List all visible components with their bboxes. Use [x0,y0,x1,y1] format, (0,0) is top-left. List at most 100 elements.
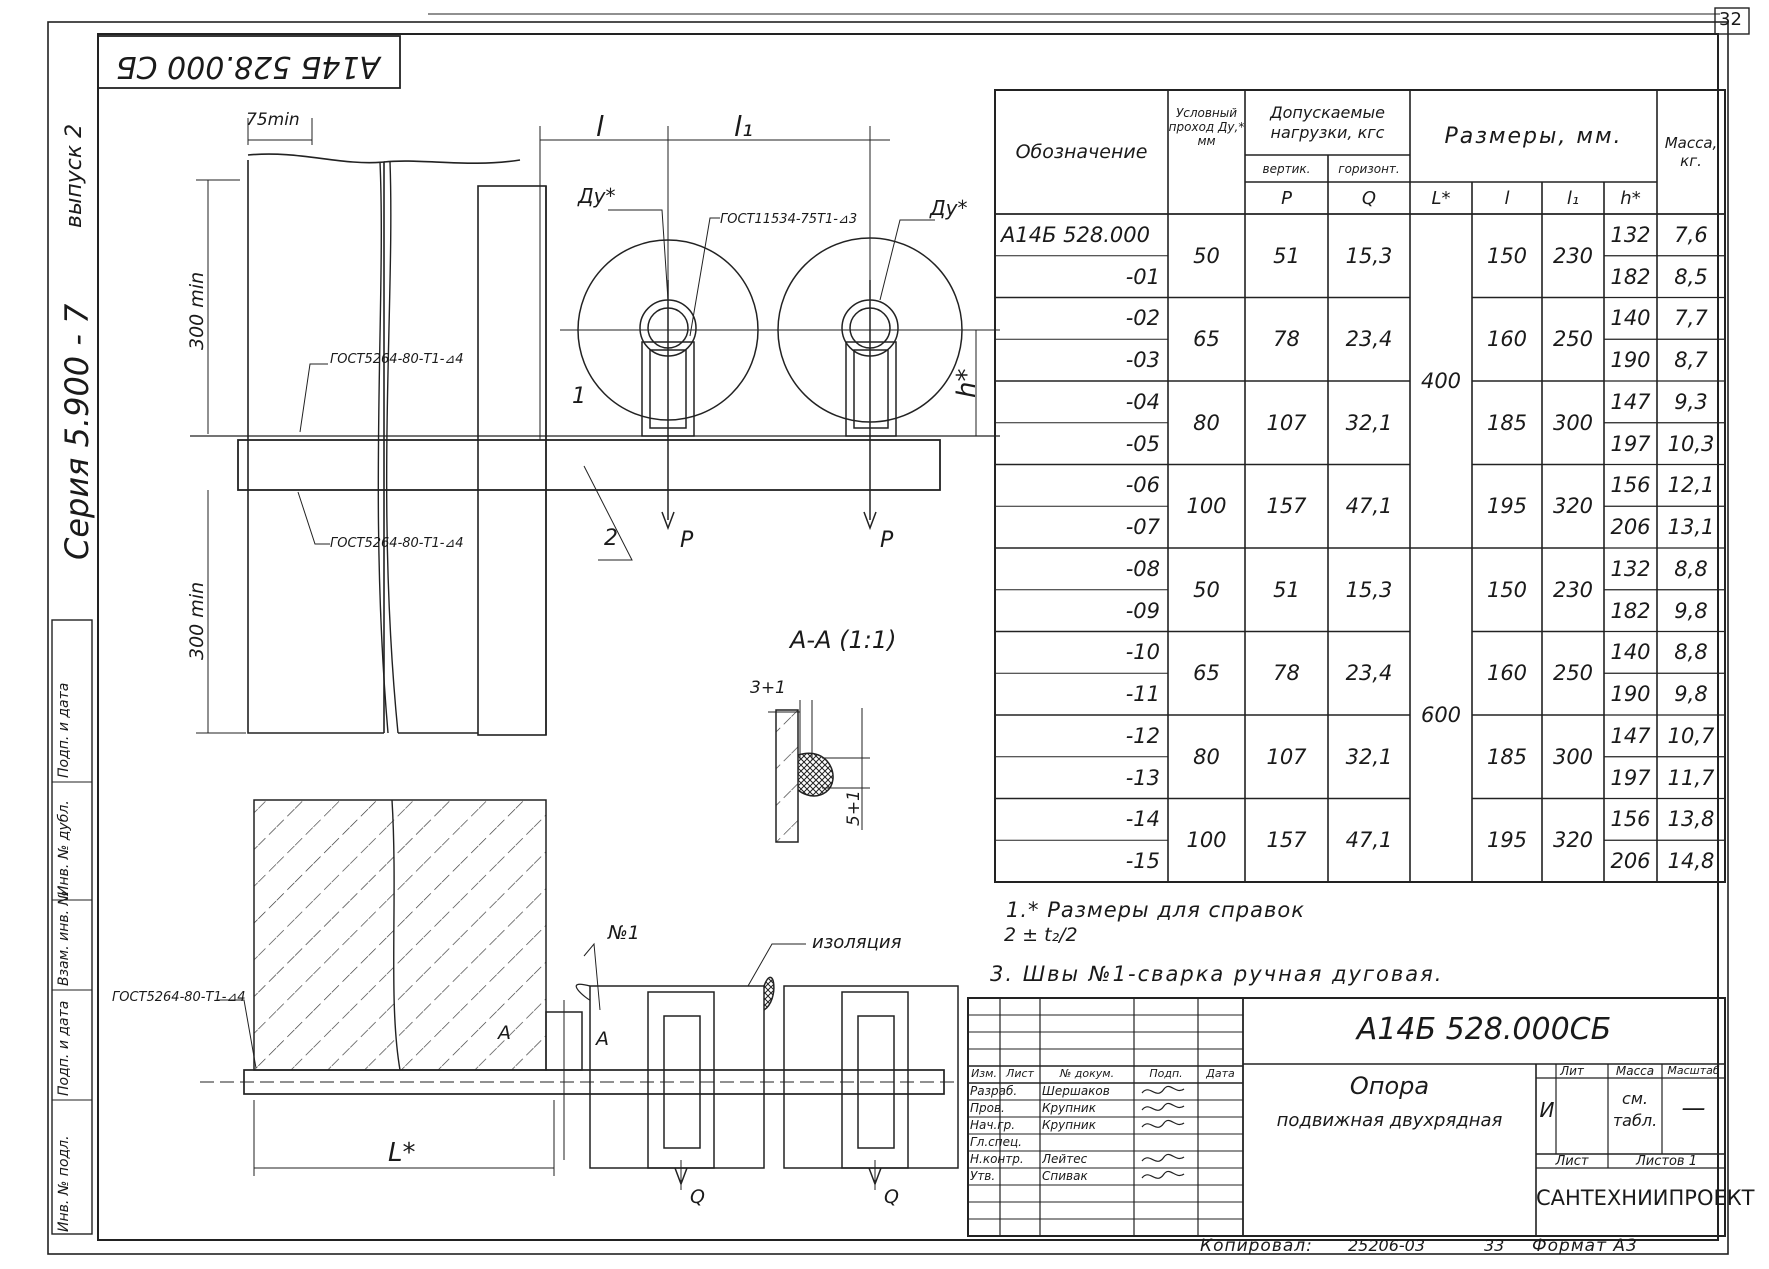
tb-role: Разраб. [970,1084,1018,1098]
tb-person-name: Спивак [1042,1169,1088,1183]
tb-lit-label: Лит [1560,1064,1584,1078]
footer-number: 25206-03 [1348,1236,1426,1255]
side-field-1: Инв. № подл. [56,1135,72,1232]
load-q-left: Q [690,1186,705,1208]
th-designation: Обозначение [1015,141,1148,163]
side-field-5: Подп. и дата [56,682,72,778]
mass-cell: 7,6 [1674,222,1708,247]
th-l1: l₁ [1566,187,1580,209]
tb-mass-label: Масса [1615,1064,1655,1078]
tb-scale-value: — [1681,1094,1706,1122]
table-grid [994,89,1726,883]
l1-cell: 300 [1552,410,1594,435]
q-cell: 47,1 [1345,494,1393,519]
q-cell: 23,4 [1345,327,1393,352]
gost-weld-1: ГОСТ5264-80-Т1-⊿4 [330,352,464,367]
signature-scribble [1141,1119,1185,1128]
th-sizes: Размеры, мм. [1444,123,1623,149]
h-cell: 140 [1610,306,1651,331]
mass-cell: 8,8 [1674,640,1708,665]
l1-cell: 230 [1552,577,1594,602]
designation-cell: -10 [1125,640,1160,665]
h-cell: 140 [1610,640,1651,665]
l-cell: 150 [1486,577,1528,602]
designation-cell: -02 [1125,306,1160,331]
th-nominal: Условный проход Ду,* мм [1168,106,1245,148]
tb-col-header: № докум. [1059,1067,1115,1080]
designation-cell: -11 [1125,682,1160,707]
h-cell: 197 [1610,765,1651,790]
gost-weld-3: ГОСТ5264-80-Т1-⊿4 [112,990,246,1005]
l1-cell: 230 [1552,243,1594,268]
page-number: 32 [1719,9,1742,30]
tb-sheets-label: Листов 1 [1636,1154,1697,1169]
tb-col-header: Подп. [1149,1067,1183,1080]
du-cell: 65 [1193,661,1220,686]
top-doc-code: А14Б 528.000 СБ [116,49,380,84]
designation-cell: А14Б 528.000 [1001,222,1151,247]
mass-cell: 13,1 [1667,515,1715,540]
h-cell: 197 [1610,431,1651,456]
tb-col-header: Изм. [971,1067,997,1080]
du-cell: 80 [1193,410,1220,435]
tb-doc-code: А14Б 528.000СБ [1356,1012,1612,1047]
tb-role: Утв. [970,1169,996,1183]
p-cell: 107 [1266,410,1307,435]
load-p-left: P [680,528,694,553]
l-cell: 195 [1486,828,1528,853]
table-row-lines [995,255,1725,841]
mass-cell: 14,8 [1667,849,1715,874]
dim-300min-bottom: 300 min [186,581,208,660]
elevation-view [190,118,1000,736]
du-cell: 50 [1193,577,1220,602]
mass-cell: 7,7 [1674,306,1708,331]
designation-cell: -05 [1125,431,1160,456]
position-2: 2 [604,526,618,551]
dim-h: h* [952,368,982,398]
th-mass: Масса, кг. [1664,134,1718,170]
designation-cell: -15 [1125,849,1160,874]
du-label-left: Ду* [578,184,616,208]
designation-cell: -01 [1125,264,1160,289]
cut-a-right: А [596,1028,609,1050]
p-cell: 157 [1266,828,1307,853]
p-cell: 107 [1266,744,1307,769]
L-cell: 400 [1420,369,1462,393]
designation-cell: -12 [1125,723,1160,748]
l-cell: 185 [1486,410,1528,435]
title-block-row-lines [968,1014,1243,1220]
th-h: h* [1620,187,1641,209]
note-1: 1.* Размеры для справок [1006,898,1305,922]
designation-cell: -03 [1125,348,1160,373]
l-cell: 160 [1486,327,1528,352]
L-cell: 600 [1420,703,1462,727]
mass-cell: 9,3 [1674,389,1708,414]
mass-cell: 9,8 [1674,598,1708,623]
designation-cell: -04 [1125,389,1160,414]
mass-cell: 8,7 [1674,348,1708,373]
tb-person-name: Шершаков [1042,1084,1110,1098]
q-cell: 23,4 [1345,661,1393,686]
th-horiz: горизонт. [1338,161,1400,176]
tb-col-header: Лист [1006,1067,1034,1080]
p-cell: 78 [1273,327,1300,352]
h-cell: 132 [1610,556,1651,581]
th-vert: вертик. [1262,161,1311,176]
du-cell: 65 [1193,327,1220,352]
mass-cell: 10,7 [1667,723,1715,748]
tb-person-name: Лейтес [1042,1152,1088,1166]
q-cell: 15,3 [1345,577,1393,602]
tb-name-1: Опора [1349,1072,1430,1100]
gost-weld-2: ГОСТ5264-80-Т1-⊿4 [330,536,464,551]
side-field-2: Подп. и дата [56,1000,72,1096]
mass-cell: 8,8 [1674,556,1708,581]
h-cell: 206 [1610,515,1651,540]
gost-weld-pipe: ГОСТ11534-75Т1-⊿3 [720,212,858,227]
l1-cell: 300 [1552,744,1594,769]
mass-cell: 11,7 [1667,765,1715,790]
insulation-label: изоляция [812,932,902,953]
signature-scribble [1141,1085,1185,1094]
dim-L: L* [388,1138,416,1168]
th-q: Q [1361,187,1377,209]
q-cell: 15,3 [1345,243,1393,268]
